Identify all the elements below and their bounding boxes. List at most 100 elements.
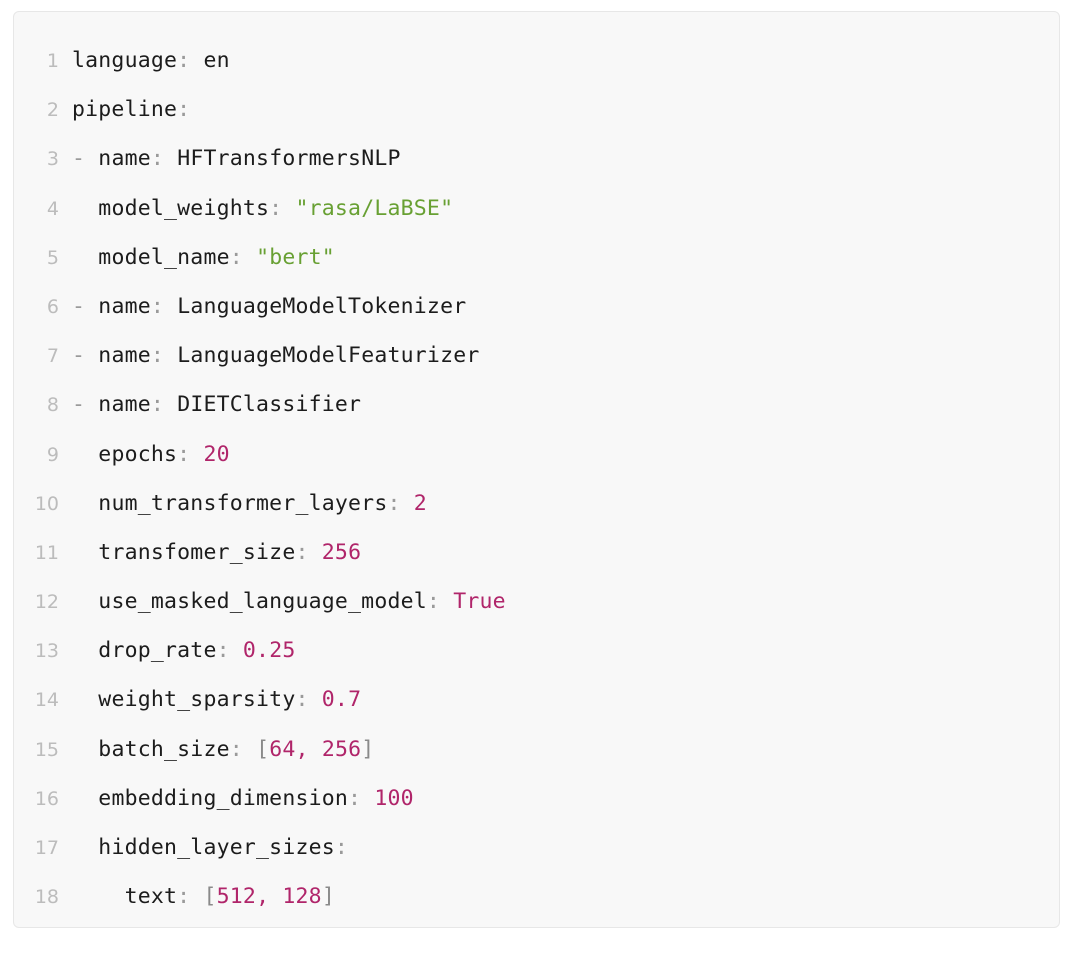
token-number: 256 [321,736,362,762]
code-line[interactable]: 10 num_transformer_layers: 2 [14,479,1059,528]
token-number: 0.7 [321,687,362,713]
token-punct: : [295,687,309,713]
indent-spacer [72,245,98,270]
token-punct: : [334,835,349,860]
code-line-text: weight_sparsity: 0.7 [72,675,361,724]
token-plain [190,884,203,909]
code-line[interactable]: 16 embedding_dimension: 100 [14,774,1059,823]
token-key: use_masked_language_model [98,589,427,615]
token-key: epochs [98,441,178,467]
line-number: 3 [46,148,59,171]
code-line-text: num_transformer_layers: 2 [72,479,427,528]
code-line[interactable]: 6- name: LanguageModelTokenizer [14,282,1059,331]
code-line[interactable]: 14 weight_sparsity: 0.7 [14,675,1059,724]
line-number: 11 [34,541,59,564]
token-key: embedding_dimension [98,785,349,811]
token-plain: LanguageModelTokenizer [177,293,467,319]
token-number: 512 [216,884,257,910]
token-plain [190,442,203,467]
code-line-text: epochs: 20 [72,430,230,479]
token-plain: en [203,48,230,73]
code-line-text: model_name: "bert" [72,233,335,282]
indent-spacer [72,442,98,467]
token-dash: - [72,392,99,418]
token-key: drop_rate [98,638,217,664]
token-plain [282,196,295,221]
token-punct: : [269,195,283,221]
code-line[interactable]: 7 - name: LanguageModelFeaturizer [14,331,1059,380]
line-number: 7 [46,345,59,368]
token-punct: : [216,638,230,664]
indent-spacer [72,884,125,909]
code-line[interactable]: 9 epochs: 20 [14,430,1059,479]
token-dash: - [72,146,99,172]
code-line-text: text: [512, 128] [72,872,335,921]
token-punct: : [177,97,191,123]
line-number: 13 [34,640,59,663]
line-number: 2 [46,99,59,122]
token-bracket: ] [361,736,375,762]
token-plain [164,294,177,319]
token-key: text [124,884,178,910]
token-punct: : [348,785,362,811]
line-number: 16 [34,787,59,810]
token-key: transfomer_size [98,539,296,565]
code-line[interactable]: 4 model_weights: "rasa/LaBSE" [14,184,1059,233]
code-line[interactable]: 5 model_name: "bert" [14,233,1059,282]
code-line[interactable]: 12 use_masked_language_model: True [14,577,1059,626]
token-number: 256 [321,539,362,565]
token-plain [309,687,322,712]
token-plain [361,786,374,811]
token-comma: , [256,884,270,910]
line-number: 12 [34,591,59,614]
token-key: pipeline [72,97,178,123]
indent-spacer [72,540,98,565]
indent-spacer [72,687,98,712]
token-plain: HFTransformersNLP [177,146,401,172]
line-number: 9 [46,443,59,466]
token-bracket: [ [256,736,270,762]
token-key: name [98,392,151,418]
indent-spacer [72,491,98,516]
code-line-text: pipeline: [72,85,190,134]
token-plain [401,491,414,516]
token-punct: : [177,441,191,467]
indent-spacer [72,638,98,663]
code-line[interactable]: 3- name: HFTransformersNLP [14,134,1059,183]
code-line[interactable]: 17 hidden_layer_sizes: [14,823,1059,872]
code-line-text: - name: LanguageModelFeaturizer [72,331,480,380]
code-line[interactable]: 2 pipeline: [14,85,1059,134]
token-number: 2 [413,490,427,516]
token-key: name [98,146,151,172]
token-bool: True [453,589,506,615]
code-line[interactable]: 15 batch_size: [64, 256] [14,725,1059,774]
code-line[interactable]: 11 transfomer_size: 256 [14,528,1059,577]
token-comma: , [295,736,309,762]
token-punct: : [387,490,401,516]
code-line[interactable]: 13 drop_rate: 0.25 [14,626,1059,675]
token-number: 128 [282,884,322,910]
token-number: 20 [203,441,230,467]
token-plain: LanguageModelFeaturizer [177,343,480,369]
token-plain [230,638,243,663]
line-number: 14 [34,689,59,712]
token-key: model_name [98,244,230,270]
line-number: 1 [46,50,59,72]
token-key: batch_size [98,736,230,762]
code-line-text: - name: DIETClassifier [72,380,361,429]
code-line-text: use_masked_language_model: True [72,577,506,626]
code-line[interactable]: 18 text: [512, 128] [14,872,1059,921]
token-plain [243,245,256,270]
token-plain: DIETClassifier [177,392,362,418]
token-punct: : [426,589,441,615]
code-line[interactable]: 8- name: DIETClassifier [14,380,1059,429]
token-punct: : [177,48,191,73]
line-number: 10 [34,492,59,515]
token-punct: : [229,736,243,762]
token-key: weight_sparsity [98,687,296,713]
token-plain [190,48,203,73]
token-key: num_transformer_layers [98,490,388,516]
token-key: name [98,293,151,319]
